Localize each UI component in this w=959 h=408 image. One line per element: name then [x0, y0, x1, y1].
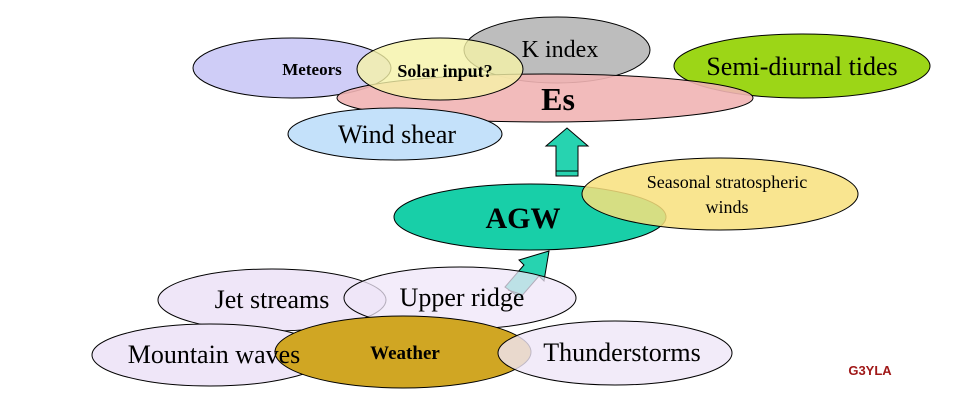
meteors-label: Meteors: [282, 60, 342, 79]
k-index-label: K index: [522, 37, 599, 63]
jet-streams-label: Jet streams: [215, 285, 330, 314]
upper-ridge-label: Upper ridge: [400, 283, 525, 312]
solar-input-label: Solar input?: [397, 61, 492, 81]
seasonal-winds-label-line2: winds: [705, 197, 748, 217]
semi-diurnal-tides-oval: [673, 33, 931, 99]
arrow-up-agw-to-es: [544, 127, 590, 177]
semi-diurnal-tides-label: Semi-diurnal tides: [706, 52, 897, 81]
thunderstorms-label: Thunderstorms: [543, 338, 700, 367]
thunderstorms-oval: [497, 320, 733, 386]
weather-label: Weather: [370, 343, 440, 364]
solar-input-oval: [356, 37, 524, 101]
agw-label: AGW: [486, 202, 561, 235]
signature-label: G3YLA: [848, 363, 892, 378]
wind-shear-label: Wind shear: [338, 120, 456, 149]
seasonal-winds-label-line1: Seasonal stratospheric: [647, 172, 807, 192]
seasonal-winds-oval: [581, 157, 859, 231]
es-label: Es: [541, 81, 575, 117]
wind-shear-oval: [287, 107, 503, 161]
mountain-waves-label: Mountain waves: [128, 340, 301, 369]
